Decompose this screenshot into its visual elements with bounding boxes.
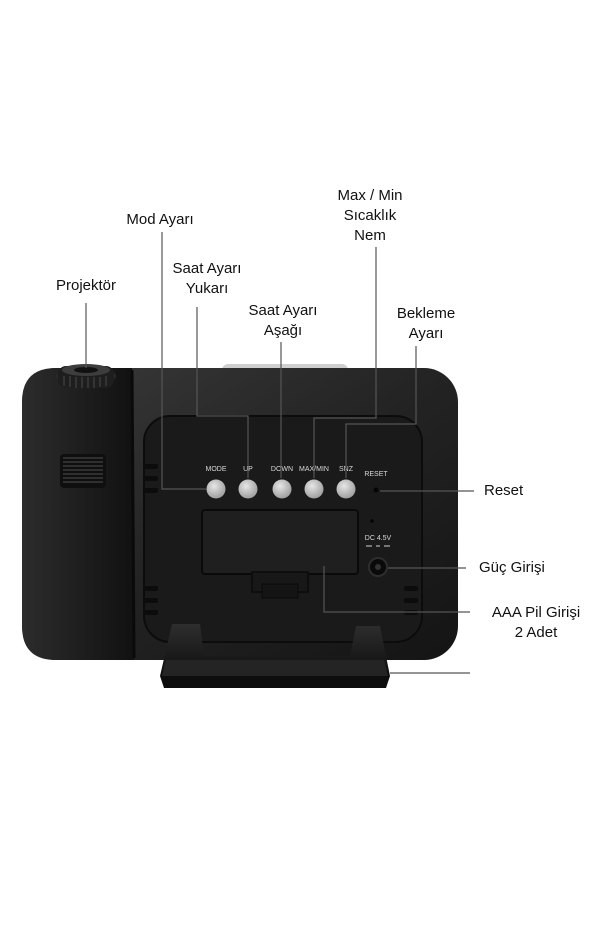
label-maxmin-line2: Sıcaklık: [343, 207, 397, 224]
leader-lines: [85, 232, 474, 674]
dc-jack-pin: [375, 564, 381, 570]
label-time-up-line1: Saat Ayarı: [172, 260, 242, 277]
label-time-down-line2: Aşağı: [263, 322, 303, 339]
lens-grip: [63, 376, 107, 388]
label-power-input: Güç Girişi: [479, 559, 545, 576]
projector-side-panel: [22, 368, 134, 660]
label-snooze-line2: Ayarı: [408, 325, 444, 342]
label-maxmin-line1: Max / Min: [337, 187, 403, 204]
label-battery-line2: 2 Adet: [514, 624, 558, 641]
label-maxmin-line3: Nem: [354, 227, 386, 244]
label-time-down-line1: Saat Ayarı: [248, 302, 318, 319]
mode-button[interactable]: [206, 479, 226, 499]
focus-wheel-ridges: [63, 457, 103, 483]
label-mode-setting: Mod Ayarı: [126, 211, 194, 228]
focus-wheel: [60, 454, 106, 488]
snz-button[interactable]: [336, 479, 356, 499]
label-projector: Projektör: [55, 277, 117, 294]
latch-tab: [261, 583, 299, 599]
label-time-up-line2: Yukarı: [185, 280, 229, 297]
label-time-up: Saat Ayarı Yukarı: [154, 259, 260, 299]
label-battery-line1: AAA Pil Girişi: [491, 604, 581, 621]
label-time-down: Saat Ayarı Aşağı: [230, 301, 336, 341]
indicator-dot: [370, 519, 374, 523]
battery-cover: [201, 509, 359, 575]
maxmin-button[interactable]: [304, 479, 324, 499]
label-maxmin: Max / Min Sıcaklık Nem: [318, 186, 422, 246]
label-battery: AAA Pil Girişi 2 Adet: [466, 603, 606, 643]
label-snooze-line1: Bekleme: [396, 305, 456, 322]
device-label-down: DOWN: [271, 466, 293, 473]
down-button[interactable]: [272, 479, 292, 499]
device-label-mode: MODE: [206, 466, 227, 473]
panel-seam: [130, 369, 136, 659]
vent-slots-left: [144, 464, 158, 615]
projector-lens-glass: [74, 367, 98, 373]
up-button[interactable]: [238, 479, 258, 499]
label-reset: Reset: [484, 482, 524, 499]
reset-pinhole[interactable]: [373, 487, 379, 493]
device-label-dc: DC 4.5V: [365, 535, 392, 542]
stand-top-face: [162, 660, 388, 676]
device-label-reset: RESET: [364, 471, 388, 478]
label-snooze: Bekleme Ayarı: [380, 304, 472, 344]
stand-base: [160, 676, 390, 688]
vent-slots-right: [404, 586, 418, 615]
